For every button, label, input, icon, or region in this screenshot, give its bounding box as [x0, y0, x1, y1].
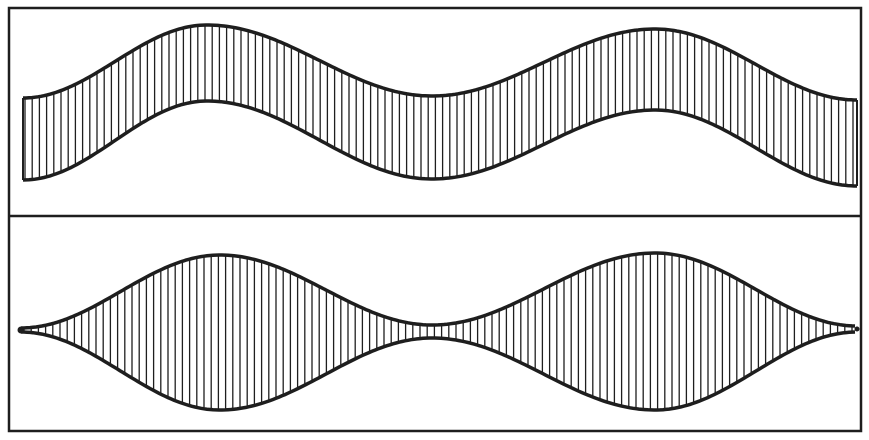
bottom-lens-hatching: [23, 253, 853, 410]
top-band-hatching: [24, 25, 854, 186]
bottom-lens-right-tip: [854, 326, 860, 332]
bottom-lens-left-tip: [17, 326, 25, 334]
top-panel: [22, 23, 858, 188]
outer-frame: [7, 6, 863, 433]
top-band-lower-edge: [22, 99, 857, 188]
bottom-panel: [17, 251, 860, 412]
bottom-lens-upper-edge: [21, 251, 856, 330]
top-band-upper-edge: [23, 23, 857, 102]
bottom-lens-lower-edge: [21, 330, 856, 412]
